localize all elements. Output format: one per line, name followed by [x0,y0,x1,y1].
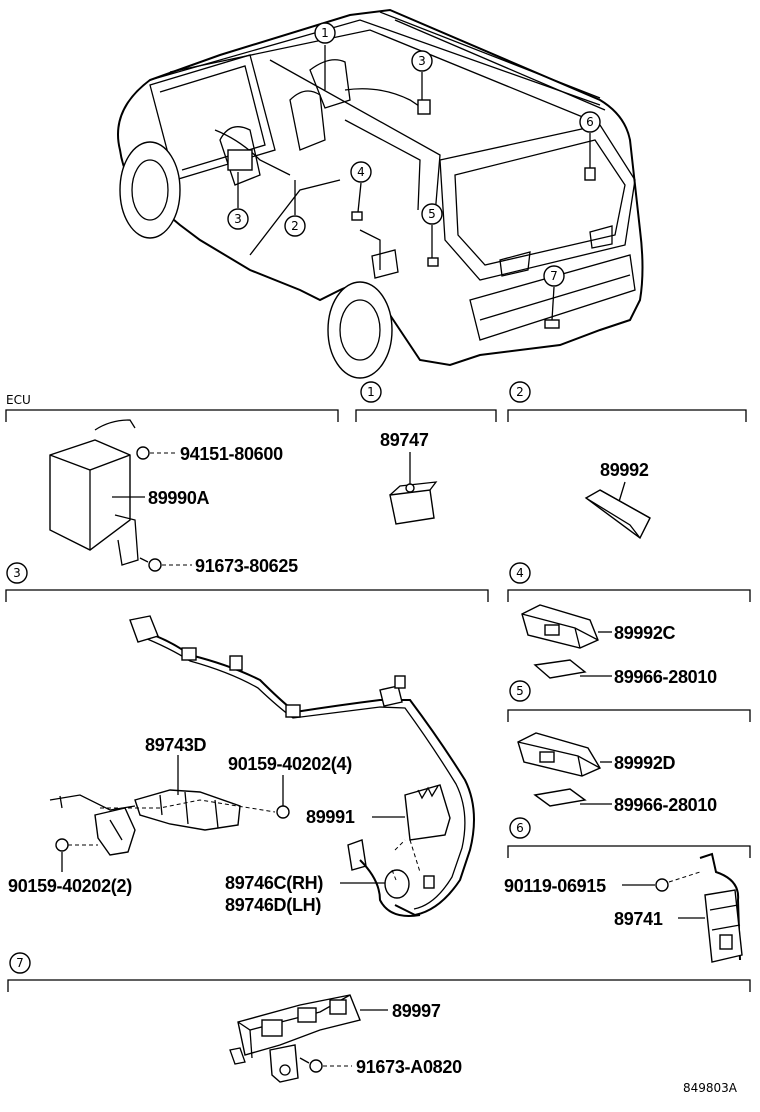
section-7: 7 89997 91673-A0820 [7,952,751,1083]
svg-text:3: 3 [13,566,21,580]
svg-text:89741: 89741 [614,909,663,929]
svg-text:3: 3 [418,54,426,68]
svg-text:89746D(LH): 89746D(LH) [225,895,321,915]
svg-text:3: 3 [234,212,242,226]
svg-text:89997: 89997 [392,1001,441,1021]
svg-text:91673-80625: 91673-80625 [195,556,298,576]
svg-text:90159-40202(2): 90159-40202(2) [8,876,132,896]
svg-text:4: 4 [357,165,365,179]
svg-text:7: 7 [16,956,24,970]
svg-text:2: 2 [291,219,299,233]
section-2: 2 89992 [507,381,747,540]
svg-text:7: 7 [550,269,558,283]
vehicle-callouts: 1 2 3 3 4 5 6 7 [227,22,601,321]
section-3: 3 89743D 90159-4020 [5,562,489,917]
svg-text:89991: 89991 [306,807,355,827]
svg-text:1: 1 [321,26,329,40]
section-6: 6 90119-06915 89741 [504,817,751,963]
svg-text:89743D: 89743D [145,735,207,755]
svg-text:5: 5 [428,207,436,221]
section-ecu: ECU 94151-80600 89990A 91673-80625 [5,393,339,576]
svg-text:91673-A0820: 91673-A0820 [356,1057,462,1077]
svg-text:89746C(RH): 89746C(RH) [225,873,323,893]
svg-text:2: 2 [516,385,524,399]
svg-text:89747: 89747 [380,430,429,450]
svg-text:89990A: 89990A [148,488,210,508]
svg-text:94151-80600: 94151-80600 [180,444,283,464]
svg-text:4: 4 [516,566,524,580]
svg-text:90159-40202(4): 90159-40202(4) [228,754,352,774]
svg-text:ECU: ECU [6,393,31,407]
svg-text:6: 6 [516,821,524,835]
vehicle-illustration [117,8,644,379]
svg-text:89992D: 89992D [614,753,676,773]
svg-text:6: 6 [586,115,594,129]
svg-text:1: 1 [367,385,375,399]
svg-text:90119-06915: 90119-06915 [504,876,606,896]
svg-text:5: 5 [516,684,524,698]
section-4: 4 89992C 89966-28010 [507,562,751,687]
section-5: 5 89992D 89966-28010 [507,680,751,815]
figure-id: 849803A [683,1081,738,1095]
svg-text:89966-28010: 89966-28010 [614,795,717,815]
section-1: 1 89747 [355,381,497,525]
svg-text:89992C: 89992C [614,623,676,643]
svg-text:89966-28010: 89966-28010 [614,667,717,687]
svg-text:89992: 89992 [600,460,649,480]
